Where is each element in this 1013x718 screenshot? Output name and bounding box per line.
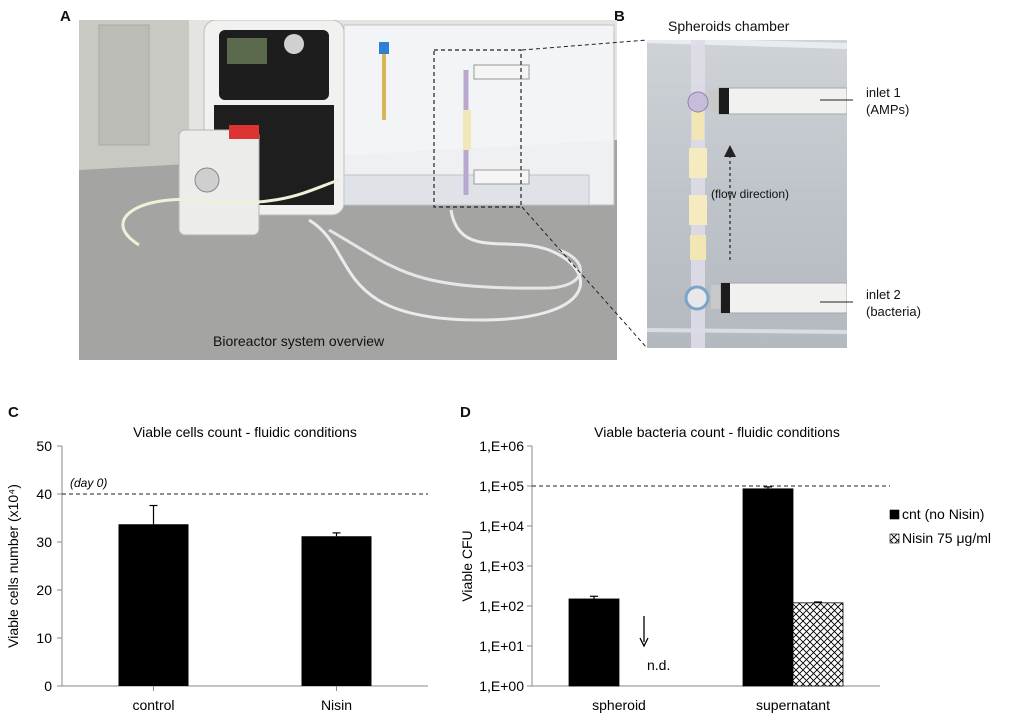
bioreactor-caption: Bioreactor system overview [213,333,385,349]
chart-c-ytick-label: 40 [36,486,52,502]
inlet2-label: inlet 2 (bacteria) [866,286,921,320]
chart-d-nd-arrowhead [639,637,649,648]
chart-viable-cells: Viable cells count - fluidic conditions 0… [5,424,428,713]
chart-viable-bacteria: Viable bacteria count - fluidic conditio… [460,424,991,713]
panel-b-letter: B [614,8,625,25]
spheroids-chamber-title: Spheroids chamber [668,18,790,34]
chart-c-ylabel: Viable cells number (x10⁴) [5,484,21,648]
chart-c-ytick-label: 10 [36,630,52,646]
chart-c-title: Viable cells count - fluidic conditions [133,424,357,440]
panel-a-letter: A [60,8,71,25]
bioreactor-photo: Bioreactor system overview [79,20,617,360]
panel-c-letter: C [8,404,19,421]
chart-c-xtick-label: control [132,697,174,713]
chart-c-bar [118,524,189,686]
spheroids-chamber-photo: (flow direction) [647,40,847,348]
chart-c-ytick-label: 0 [44,678,52,694]
chart-d-xtick-label: spheroid [592,697,646,713]
chart-c-bar [301,536,372,686]
chart-d-title: Viable bacteria count - fluidic conditio… [594,424,840,440]
chart-c-reference-label: (day 0) [70,476,107,490]
chart-d-legend-label: cnt (no Nisin) [902,506,984,522]
bioreactor-illustration [79,20,617,360]
chart-d-ytick-label: 1,E+04 [479,518,524,534]
chart-d-ytick-label: 1,E+03 [479,558,524,574]
chart-c-xtick-label: Nisin [321,697,352,713]
flow-arrow-head [724,145,736,157]
chart-d-ytick-label: 1,E+05 [479,478,524,494]
chart-d-bar [742,488,794,687]
inlet1-label: inlet 1 (AMPs) [866,84,909,118]
chart-d-ylabel: Viable CFU [460,530,475,601]
inlet1-name: inlet 1 [866,85,901,100]
chart-d-bar [568,598,620,687]
chart-d-ytick-label: 1,E+01 [479,638,524,654]
chart-d-legend-swatch [889,509,900,520]
chamber-illustration [647,40,847,348]
chart-d-ytick-label: 1,E+02 [479,598,524,614]
inlet2-content: (bacteria) [866,304,921,319]
chart-c-ytick-label: 50 [36,438,52,454]
inlet1-content: (AMPs) [866,102,910,117]
chart-d-ytick-label: 1,E+00 [479,678,524,694]
chart-d-legend-swatch [889,533,900,544]
inlet2-name: inlet 2 [866,287,901,302]
chart-c-ytick-label: 30 [36,534,52,550]
chart-d-xtick-label: supernatant [756,697,830,713]
chart-d-ytick-label: 1,E+06 [479,438,524,454]
chart-d-nd-label: n.d. [647,657,670,673]
flow-direction-label: (flow direction) [711,187,790,201]
chart-d-legend-label: Nisin 75 μg/ml [902,530,991,546]
chart-c-ytick-label: 20 [36,582,52,598]
panel-d-letter: D [460,404,471,421]
chart-d-bar [792,602,844,687]
